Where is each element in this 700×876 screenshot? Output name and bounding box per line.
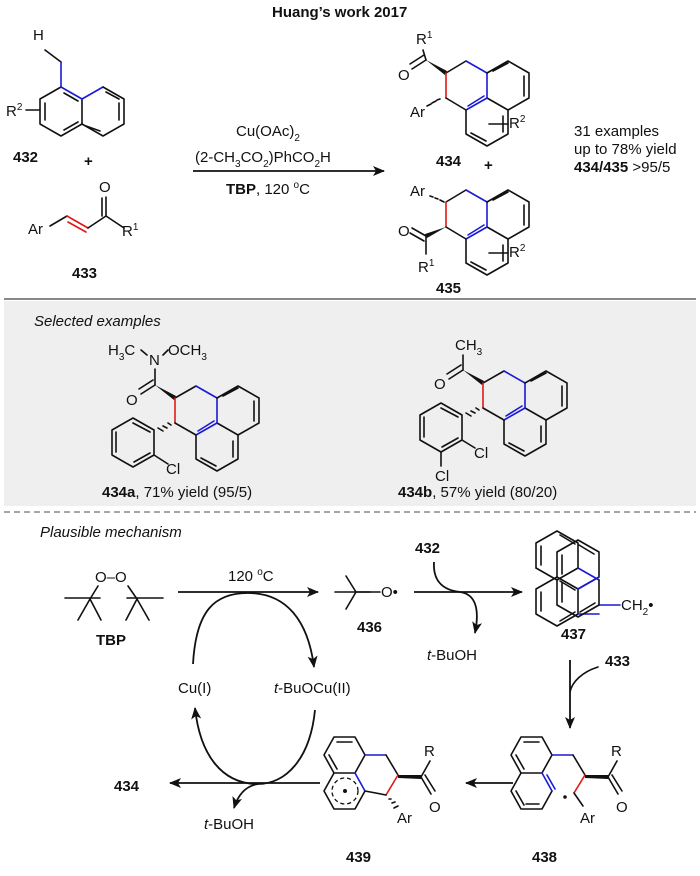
svg-text:O: O — [434, 376, 446, 393]
step5-curved-arrow — [232, 783, 259, 809]
label-434: 434 — [436, 153, 462, 170]
final-product-434: 434 — [114, 778, 140, 795]
acetyl-group: CH3 — [455, 337, 483, 358]
caption-434a: 434a, 71% yield (95/5) — [102, 484, 252, 501]
svg-text:R: R — [611, 743, 622, 760]
svg-text:Ar: Ar — [580, 810, 595, 827]
radical-436-structure: O• — [334, 575, 398, 610]
reagent-432: 432 — [415, 540, 440, 557]
summary-ratio: 434/435 >95/5 — [574, 159, 670, 176]
product-435-structure: Ar O R1 R2 — [398, 183, 530, 276]
svg-text:O•: O• — [381, 584, 398, 601]
svg-text:Cl: Cl — [474, 445, 488, 462]
example-434b-structure: CH3 O Cl Cl — [419, 337, 568, 485]
atom-r1: R1 — [122, 222, 139, 240]
byproduct-tbuoh-2: t-BuOH — [204, 816, 254, 833]
label-437: 437 — [561, 626, 586, 643]
svg-text:O: O — [616, 799, 628, 816]
svg-text:R: R — [424, 743, 435, 760]
label-432: 432 — [13, 149, 38, 166]
atom-r2: R2 — [509, 243, 526, 261]
svg-text:Cl: Cl — [166, 461, 180, 478]
label-433: 433 — [72, 265, 97, 282]
svg-text:OCH3: OCH3 — [168, 342, 207, 363]
copper-cycle-lower-arc — [191, 707, 316, 785]
reactant-432-structure: H R2 — [6, 27, 125, 137]
cu-i-label: Cu(I) — [178, 680, 211, 697]
selected-examples-panel — [4, 301, 696, 506]
radical-437-structure — [535, 539, 600, 627]
reagent-433: 433 — [605, 653, 630, 670]
condition-tbp: TBP, 120 oC — [226, 180, 310, 198]
atom-ar: Ar — [28, 221, 43, 238]
atom-h: H — [33, 27, 44, 44]
cu-ii-label: t-BuOCu(II) — [274, 680, 351, 697]
step1-condition: 120 oC — [228, 567, 274, 585]
summary-yield: up to 78% yield — [574, 141, 677, 158]
atom-o: O — [398, 67, 410, 84]
svg-text:O: O — [126, 392, 138, 409]
step3-curved-line — [569, 666, 599, 693]
label-438: 438 — [532, 849, 557, 866]
caption-434b: 434b, 57% yield (80/20) — [398, 484, 557, 501]
copper-cycle-upper-arc — [192, 592, 318, 668]
substituent-r2: R2 — [6, 102, 23, 120]
mechanism-heading: Plausible mechanism — [40, 524, 182, 541]
product-434-structure: R1 O R2 Ar — [398, 30, 530, 147]
plus-sign: + — [84, 153, 93, 170]
byproduct-tbuoh-1: t-BuOH — [427, 647, 477, 664]
atom-ar: Ar — [410, 183, 425, 200]
atom-ar: Ar — [410, 104, 425, 121]
intermediate-438-structure: R O Ar — [510, 736, 628, 827]
selected-examples-heading: Selected examples — [34, 313, 161, 330]
atom-r2: R2 — [509, 114, 526, 132]
summary-examples: 31 examples — [574, 123, 659, 140]
svg-text:N: N — [149, 352, 160, 369]
label-436: 436 — [357, 619, 382, 636]
atom-o: O — [99, 179, 111, 196]
scheme-title: Huang’s work 2017 — [272, 4, 407, 21]
svg-text:O: O — [429, 799, 441, 816]
svg-text:Cl: Cl — [435, 468, 449, 485]
reactant-433-structure: Ar O R1 — [28, 179, 139, 240]
atom-o: O — [398, 223, 410, 240]
svg-text:Ar: Ar — [397, 810, 412, 827]
product-plus-sign: + — [484, 157, 493, 174]
atom-r1: R1 — [418, 258, 435, 276]
ch2-radical: CH2• — [621, 597, 654, 618]
step2-curved-arrow — [433, 561, 483, 634]
naphthalene-437 — [535, 530, 621, 618]
tbp-structure: O–O — [64, 569, 164, 621]
label-439: 439 — [346, 849, 371, 866]
condition-cu-oac: Cu(OAc)2 — [236, 123, 300, 144]
intermediate-439-structure: R O Ar — [323, 736, 441, 827]
condition-acid: (2-CH3CO2)PhCO2H — [195, 149, 331, 170]
amide-group: H3C — [108, 342, 135, 363]
example-434a-structure: H3C N OCH3 O Cl — [108, 342, 260, 478]
svg-text:O–O: O–O — [95, 569, 127, 586]
label-tbp: TBP — [96, 632, 126, 649]
atom-r1: R1 — [416, 30, 433, 48]
label-435: 435 — [436, 280, 461, 297]
